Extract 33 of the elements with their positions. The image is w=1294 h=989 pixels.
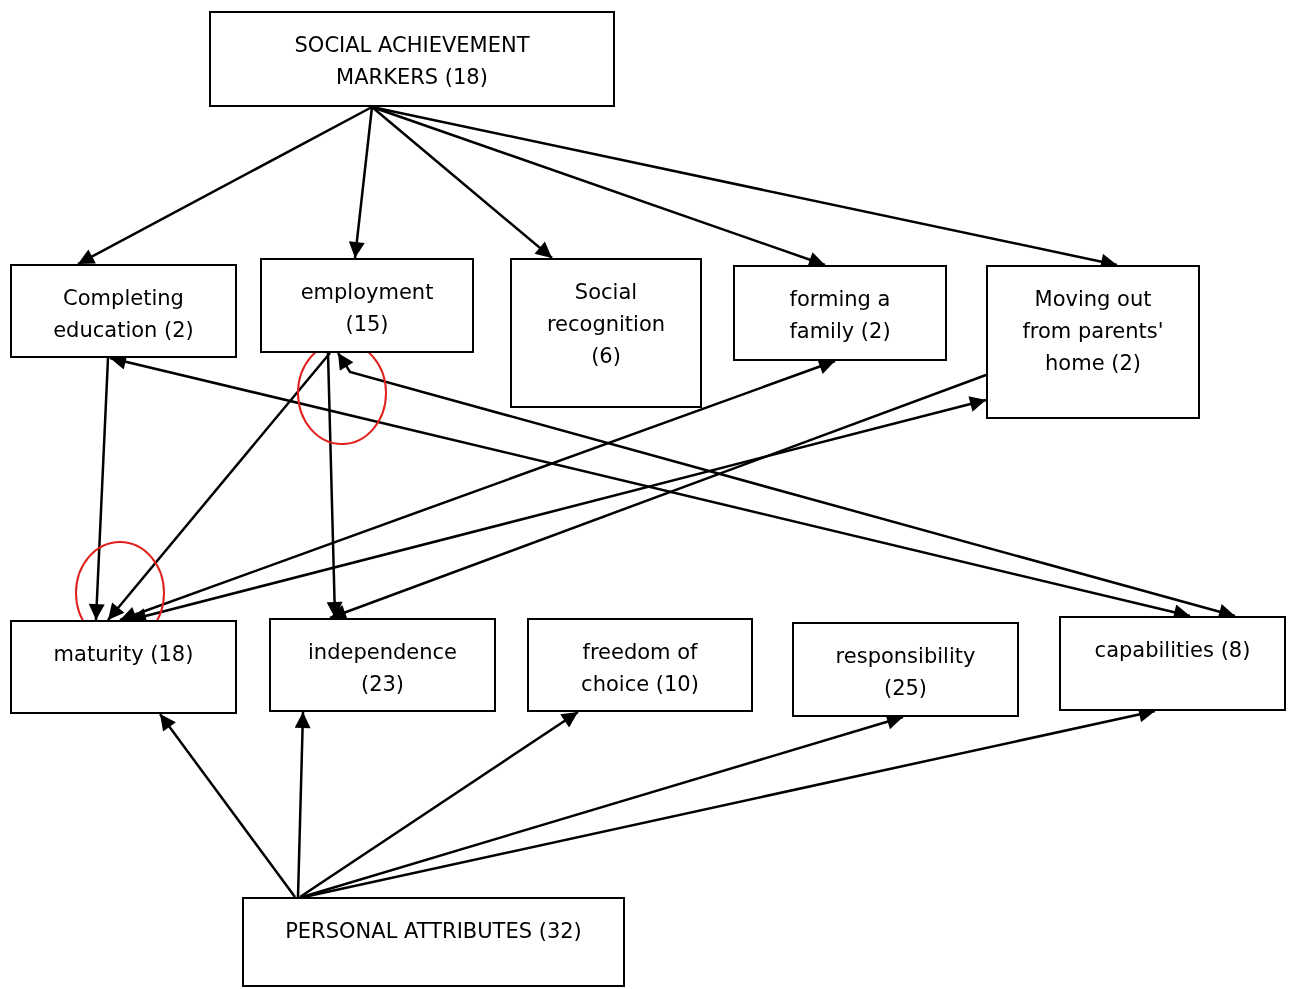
concept-box — [269, 618, 496, 712]
node-label: forming a family (2) — [788, 286, 892, 345]
arrow — [107, 352, 331, 621]
arrow — [77, 105, 373, 266]
node-label: capabilities (8) — [1094, 637, 1251, 664]
concept-box — [209, 11, 615, 107]
node-label: maturity (18) — [53, 641, 194, 668]
arrow — [88, 357, 110, 621]
concept-box — [733, 265, 947, 361]
concept-box — [510, 258, 702, 408]
concept-box — [242, 897, 625, 987]
node-label: Social recognition (6) — [545, 279, 667, 370]
node-label: freedom of choice (10) — [580, 639, 700, 698]
arrow — [294, 711, 311, 898]
arrow — [299, 710, 579, 899]
node-label: employment (15) — [299, 279, 435, 338]
concept-box — [10, 620, 237, 714]
concept-box — [10, 264, 237, 358]
concept-box — [527, 618, 753, 712]
node-label: responsibility (25) — [834, 643, 977, 702]
arrow — [159, 713, 296, 898]
node-label: SOCIAL ACHIEVEMENT MARKERS (18) — [293, 32, 531, 91]
node-label: independence (23) — [307, 639, 458, 698]
arrow — [371, 106, 553, 259]
concept-box — [986, 265, 1200, 419]
arrow — [348, 106, 374, 259]
concept-box — [792, 622, 1019, 717]
node-label: Completing education (2) — [52, 285, 195, 344]
concept-box — [260, 258, 474, 353]
node-label: Moving out from parents' home (2) — [1021, 286, 1165, 377]
node-label: PERSONAL ATTRIBUTES (32) — [285, 918, 582, 945]
concept-box — [1059, 616, 1286, 711]
arrow — [329, 373, 987, 620]
